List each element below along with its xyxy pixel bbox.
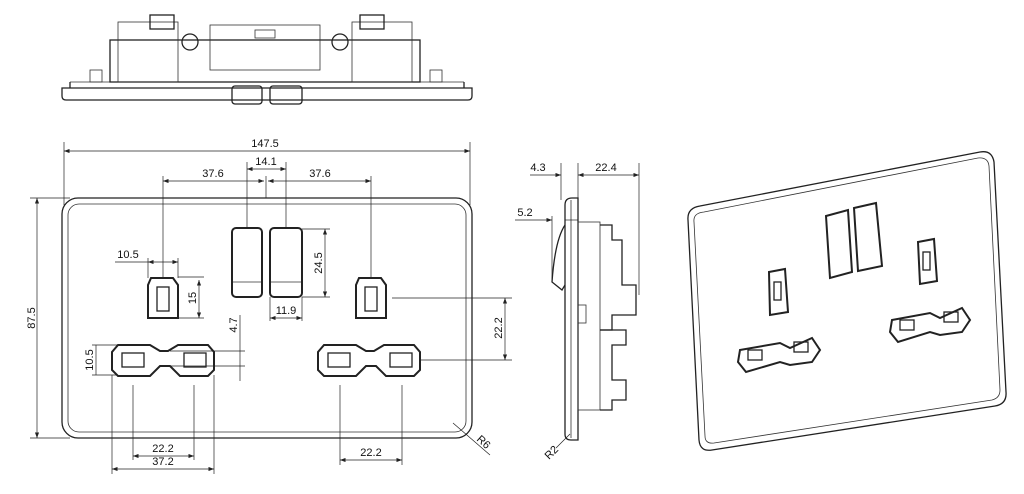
earth-socket-left <box>147 277 179 319</box>
dim-overall-width: 147.5 <box>251 138 279 150</box>
dim-earth-width: 10.5 <box>117 249 138 261</box>
dim-earth-height: 15 <box>187 292 199 304</box>
dim-earth-center-right: 37.6 <box>309 168 330 180</box>
iso-switch-right <box>852 201 884 273</box>
dim-slot-height: 10.5 <box>84 349 96 370</box>
dim-plate-thickness: 4.3 <box>530 162 545 174</box>
top-view <box>61 14 473 105</box>
isometric-view <box>687 151 1007 451</box>
dim-edge-radius: R2 <box>543 444 561 462</box>
dim-earth-center-left: 37.6 <box>202 168 223 180</box>
dim-slot-offset: 4.7 <box>228 317 240 332</box>
dim-slot-outer-width: 37.2 <box>152 456 173 468</box>
dim-slot-pitch-right: 22.2 <box>360 447 381 459</box>
front-view: 147.5 37.6 37.6 14.1 87.5 10.5 15 <box>26 138 512 474</box>
dim-slot-pitch-left: 22.2 <box>152 443 173 455</box>
dim-switch-protrusion: 5.2 <box>517 207 532 219</box>
ln-sockets-left <box>111 344 215 377</box>
dim-switch-span: 14.1 <box>255 156 276 168</box>
dim-earth-to-slots: 22.2 <box>493 317 505 338</box>
switch-right <box>269 227 303 298</box>
dim-switch-height: 24.5 <box>313 252 325 273</box>
front-dimensions: 147.5 37.6 37.6 14.1 87.5 10.5 15 <box>26 138 512 474</box>
dim-corner-radius: R6 <box>474 433 492 451</box>
iso-switch-left <box>824 208 854 280</box>
switch-left <box>231 227 263 298</box>
ln-sockets-right <box>317 344 421 377</box>
dim-overall-height: 87.5 <box>26 307 38 328</box>
dim-depth: 22.4 <box>595 162 616 174</box>
side-view: 4.3 22.4 5.2 R2 <box>515 162 640 462</box>
earth-socket-right <box>355 277 387 319</box>
dim-switch-width: 11.9 <box>276 305 297 317</box>
